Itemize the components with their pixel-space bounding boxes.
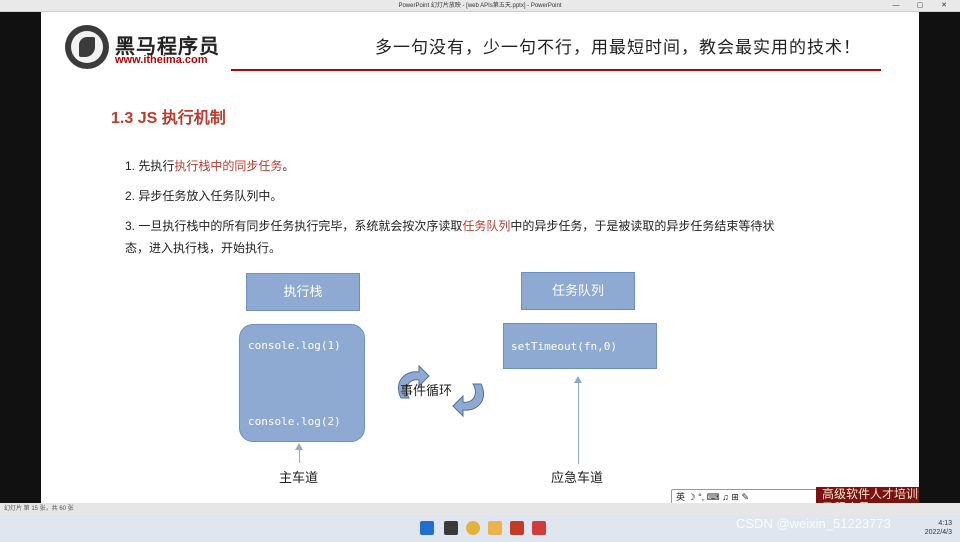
queue-label: 任务队列 — [521, 272, 635, 310]
close-button[interactable]: ✕ — [941, 2, 947, 9]
p3-highlight: 任务队列 — [462, 219, 511, 233]
slideshow-stage[interactable]: 黑马程序员 www.itheima.com 多一句没有，少一句不行，用最短时间，… — [0, 12, 960, 503]
maximize-button[interactable]: ▢ — [916, 2, 924, 9]
powerpoint-icon[interactable] — [510, 521, 524, 535]
event-loop-arrows-icon — [397, 364, 485, 418]
tray-date: 2022/4/3 — [924, 529, 952, 536]
file-explorer-icon[interactable] — [488, 521, 502, 535]
chrome-icon[interactable] — [466, 521, 480, 535]
p1-highlight: 执行栈中的同步任务 — [174, 159, 283, 173]
task-view-icon[interactable] — [444, 521, 458, 535]
title-bar: PowerPoint 幻灯片放映 - [web APIs第五天.pptx] - … — [0, 0, 960, 12]
emergency-lane-label: 应急车道 — [551, 470, 604, 485]
stack-code-2: console.log(2) — [248, 415, 341, 428]
emergency-lane-arrowhead — [574, 376, 582, 383]
queue-code: setTimeout(fn,0) — [511, 340, 617, 353]
main-lane-label: 主车道 — [279, 470, 319, 485]
p3-text-c: 态，进入执行栈，开始执行。 — [125, 241, 282, 255]
slide-counter: 幻灯片 第 15 张，共 60 张 — [4, 506, 74, 512]
event-loop-label: 事件循环 — [400, 383, 453, 398]
p3-text-a: 3. 一旦执行栈中的所有同步任务执行完毕，系统就会按次序读取 — [125, 219, 463, 233]
p1-text-b: 。 — [282, 159, 295, 173]
brand-url: www.itheima.com — [115, 54, 208, 66]
paragraph-1: 1. 先执行执行栈中的同步任务。 — [125, 155, 294, 177]
main-lane-arrowhead — [295, 443, 303, 450]
minimize-button[interactable]: — — [892, 2, 900, 9]
main-lane-arrow — [299, 449, 300, 463]
window-title: PowerPoint 幻灯片放映 - [web APIs第五天.pptx] - … — [398, 3, 562, 9]
brand-banner: 高级软件人才培训专家 黑马程序员 — [816, 487, 919, 503]
emergency-lane-arrow — [578, 382, 579, 464]
system-tray-clock[interactable]: 4:13 2022/4/3 — [925, 519, 952, 537]
task-queue-box: setTimeout(fn,0) — [503, 323, 657, 369]
tray-time: 4:13 — [938, 520, 952, 527]
slogan: 多一句没有，少一句不行，用最短时间，教会最实用的技术！ — [375, 38, 861, 58]
logo-icon — [65, 25, 109, 69]
header-divider — [231, 69, 881, 71]
call-stack-box: console.log(1) console.log(2) — [239, 324, 365, 442]
slide-heading: 1.3 JS 执行机制 — [111, 110, 226, 127]
stack-label: 执行栈 — [246, 273, 360, 311]
paragraph-2: 2. 异步任务放入任务队列中。 — [125, 189, 283, 203]
paragraph-3: 3. 一旦执行栈中的所有同步任务执行完毕，系统就会按次序读取任务队列中的异步任务… — [125, 215, 825, 259]
p1-text-a: 1. 先执行 — [125, 159, 175, 173]
status-bar: 幻灯片 第 15 张，共 60 张 — [0, 503, 960, 515]
watermark: CSDN @weixin_51223773 — [736, 516, 891, 531]
stack-code-1: console.log(1) — [248, 339, 341, 352]
ime-toolbar[interactable]: 英 ☽ °, ⌨ ♫ ⊞ ✎ — [671, 489, 821, 503]
p3-text-b: 中的异步任务，于是被读取的异步任务结束等待状 — [510, 219, 775, 233]
xmind-icon[interactable] — [532, 521, 546, 535]
slide[interactable]: 黑马程序员 www.itheima.com 多一句没有，少一句不行，用最短时间，… — [41, 12, 919, 503]
start-icon[interactable] — [420, 521, 434, 535]
brand-name: 黑马程序员 — [115, 36, 220, 58]
taskbar: 4:13 2022/4/3 — [0, 515, 960, 542]
